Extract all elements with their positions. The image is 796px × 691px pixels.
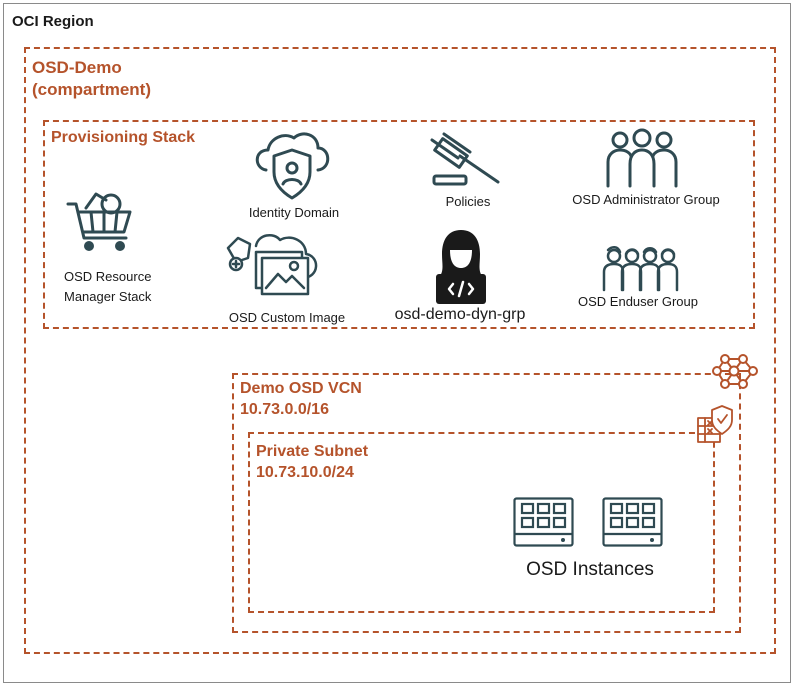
vcn-boundary xyxy=(232,373,741,633)
developer-laptop-icon xyxy=(436,230,486,304)
network-mesh-icon xyxy=(712,354,758,389)
compute-instance-icon xyxy=(513,497,574,547)
vcn-cidr: 10.73.0.0/16 xyxy=(240,401,329,418)
admin-group-label: OSD Administrator Group xyxy=(572,192,720,207)
compartment-boundary xyxy=(24,47,776,654)
shopping-cart-icon xyxy=(66,192,132,251)
instances-label: OSD Instances xyxy=(526,559,654,580)
users-group-icon xyxy=(606,128,678,188)
provisioning-stack-title: Provisioning Stack xyxy=(51,129,196,146)
subnet-title: Private Subnet 10.73.10.0/24 xyxy=(256,441,368,483)
subnet-cidr: 10.73.10.0/24 xyxy=(256,464,354,481)
security-list-icon xyxy=(697,405,733,443)
gavel-icon xyxy=(430,132,500,186)
vcn-title: Demo OSD VCN 10.73.0.0/16 xyxy=(240,378,362,420)
identity-domain-label: Identity Domain xyxy=(248,205,340,220)
vcn-name: Demo OSD VCN xyxy=(240,380,362,397)
policies-label: Policies xyxy=(445,194,491,209)
oci-region-boundary xyxy=(3,3,791,683)
cloud-image-icon xyxy=(226,233,318,296)
custom-image-label: OSD Custom Image xyxy=(228,310,346,325)
compartment-subtitle: (compartment) xyxy=(32,80,152,99)
subnet-name: Private Subnet xyxy=(256,443,369,460)
enduser-group-label: OSD Enduser Group xyxy=(578,294,698,309)
compartment-name: OSD-Demo xyxy=(32,58,122,77)
cloud-user-shield-icon xyxy=(255,132,330,200)
compartment-title: OSD-Demo (compartment) xyxy=(32,57,151,101)
private-subnet-boundary xyxy=(248,432,715,613)
region-title: OCI Region xyxy=(12,13,94,30)
compute-instance-icon xyxy=(602,497,663,547)
provisioning-stack-boundary xyxy=(43,120,755,329)
resource-manager-label: OSD Resource Manager Stack xyxy=(64,269,152,304)
users-group-icon xyxy=(602,246,679,292)
dyn-group-label: osd-demo-dyn-grp xyxy=(394,306,526,323)
